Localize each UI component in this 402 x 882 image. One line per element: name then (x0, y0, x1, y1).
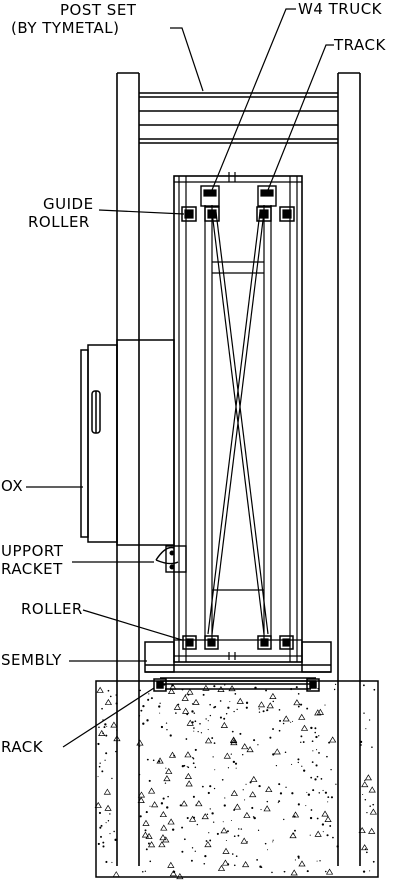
track-top-label: TRACK (334, 36, 386, 54)
guide-roller-label-line2: ROLLER (28, 213, 90, 231)
support-bracket-label-line1: UPPORT (1, 542, 64, 560)
support-bracket-label-line2: RACKET (1, 560, 63, 578)
bottom-rollers (182, 635, 294, 660)
concrete-footing (94, 680, 379, 880)
w4-truck-label: W4 TRUCK (298, 0, 383, 18)
roller-label: ROLLER (21, 600, 83, 618)
gate-frame (173, 175, 303, 663)
control-box (80, 339, 175, 546)
top-trucks (181, 172, 295, 222)
track-bottom-label: RACK (1, 738, 44, 756)
support-bracket (155, 545, 187, 573)
leader-lines (26, 8, 334, 748)
post-set-label-line2: (BY TYMETAL) (11, 19, 120, 37)
post-set-label-line1: POST SET (60, 1, 137, 19)
post-left (116, 72, 140, 866)
assembly-label: SEMBLY (1, 651, 62, 669)
top-header (139, 92, 338, 144)
post-right (337, 72, 361, 866)
concrete-stipple (94, 683, 377, 880)
base-assembly (144, 641, 332, 692)
guide-roller-label-line1: GUIDE (43, 195, 94, 213)
box-label: OX (1, 477, 24, 495)
